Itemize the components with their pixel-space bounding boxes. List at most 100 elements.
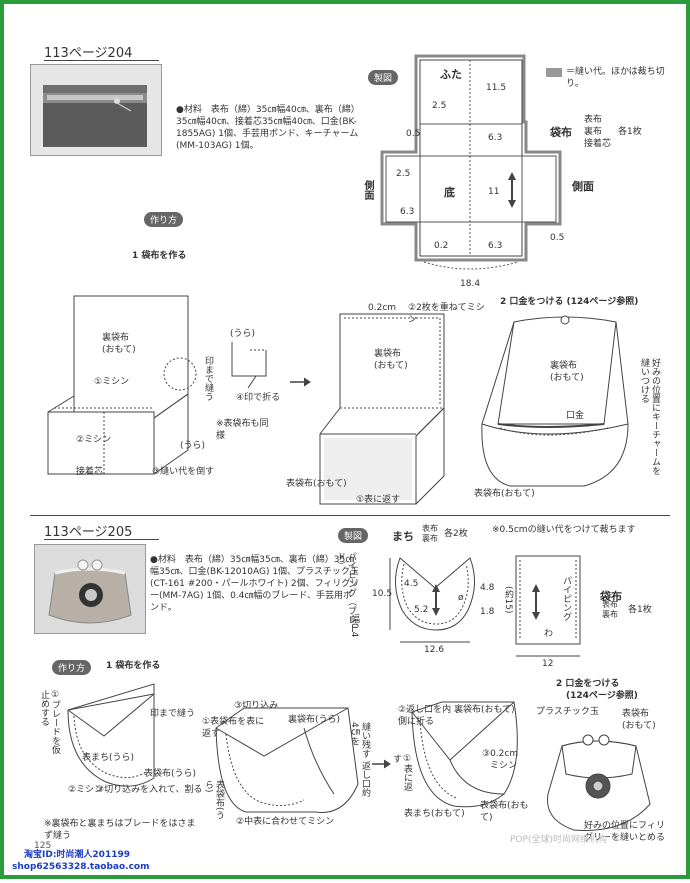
j3-mishin: ミシン xyxy=(490,761,518,771)
j2-kaesu: ①表袋布を表に返す xyxy=(202,717,265,739)
j4-plastic: プラスチック玉 xyxy=(536,707,599,717)
j2-omotefu: 表袋布(うら) xyxy=(203,780,224,820)
i2-kasane: ②2枚を重ねてミシン xyxy=(408,303,485,325)
seido-badge-1: 製図 xyxy=(368,70,399,85)
step1-title-204: 1 袋布を作る xyxy=(132,251,187,261)
i1-setchaku: 接着芯 xyxy=(76,467,104,477)
j3-02: ③0.2cm xyxy=(482,749,519,759)
howto-illustrations-1 xyxy=(47,295,629,505)
j3-omotefu: 表袋布(おもて) xyxy=(480,801,529,823)
fukuro2-count: 各1枚 xyxy=(628,605,652,615)
dim-6-3-bottom: 6.3 xyxy=(488,241,503,251)
j4-omote: (おもて) xyxy=(622,721,656,731)
j1-omotefu: 表袋布(うら) xyxy=(144,769,197,779)
i3-charm: 好みの位置にキーチャームを縫いつける xyxy=(639,358,660,475)
j1-blade: ①ブレードを仮止めする xyxy=(39,690,60,754)
step2-ref-205: (124ページ参照) xyxy=(566,691,638,701)
j3-omotemachi: 表まち(おもて) xyxy=(404,809,465,819)
label-sokumen-left: 側面 xyxy=(362,180,373,200)
piping-label: パイピング（ブレード） xyxy=(335,552,356,633)
dim-0-5-top: 0.5 xyxy=(406,129,421,139)
dim-10-5: 10.5 xyxy=(372,589,393,599)
seido-badge-2: 製図 xyxy=(338,528,369,543)
j1-omotemachi: 表まち(うら) xyxy=(82,753,135,763)
header-rule-2 xyxy=(44,539,159,540)
dim-0-2: 0.2 xyxy=(434,241,449,251)
fukuro-count: 各1枚 xyxy=(618,127,642,137)
dim-2-5-top: 2.5 xyxy=(432,101,447,111)
shop-id: 淘宝ID:时尚潮人201199 xyxy=(24,850,130,860)
dim-4-5: 4.5 xyxy=(404,579,419,589)
fukuro-sub-ura: 裏布 xyxy=(584,127,603,137)
purse-box-illustration xyxy=(43,85,147,147)
j2-nokosu: 縫い残す 返し口約4㎝を xyxy=(349,722,370,797)
i1-shirushi: 印まで縫う xyxy=(203,356,213,401)
i1-dou: ※表袋布も同様 xyxy=(216,419,269,441)
i3-kuchigane: 口金 xyxy=(566,411,585,421)
i2-omotefu: 表袋布(おもて) xyxy=(286,479,347,489)
dim-phi: ø xyxy=(458,593,464,603)
tsukurikata-badge-2: 作り方 xyxy=(52,660,92,675)
i2-02: 0.2cm xyxy=(368,303,397,313)
machi-sub-omote: 表布 xyxy=(422,524,438,533)
dim-18-4: 18.4 xyxy=(460,279,481,289)
label-p-piping: パイピング xyxy=(561,576,571,621)
dim-5-2: 5.2 xyxy=(414,605,429,615)
fukuro2-sub-omote: 表布 xyxy=(602,600,618,609)
i1-nuishiro: ③縫い代を倒す xyxy=(152,467,215,477)
piping-width: 幅0.4 xyxy=(349,614,359,638)
watermark: POP(全球)时尚网络机构 xyxy=(510,835,607,845)
dim-6-3-side: 6.3 xyxy=(400,207,415,217)
dim-1-8: 1.8 xyxy=(480,607,495,617)
label-soko: 底 xyxy=(444,186,455,199)
fukuro2-sub-ura: 裏布 xyxy=(602,610,618,619)
fukuro-sub-omote: 表布 xyxy=(584,115,603,125)
dim-6-3-top: 6.3 xyxy=(488,133,503,143)
product-photo-205 xyxy=(34,544,146,634)
step2-title-204: 2 口金をつける (124ページ参照) xyxy=(500,297,639,307)
j1-mishin: ②ミシン xyxy=(68,785,104,795)
machi-count: 各2枚 xyxy=(444,529,468,539)
j3-kaesu: ①表に返す xyxy=(391,754,412,791)
shop-url: shop62563328.taobao.com xyxy=(12,862,150,872)
dim-12: 12 xyxy=(542,659,554,669)
page-ref-205: 113ページ205 xyxy=(44,525,133,540)
materials-205: ●材料 表布（綿）35㎝幅35㎝、裏布（綿）35㎝幅35㎝、口金(BK-1201… xyxy=(150,555,360,613)
label-fukuro: 袋布 xyxy=(550,126,572,139)
j4-filigree: 好みの位置にフィリグリーを縫いとめる xyxy=(584,821,666,843)
dim-2-5-side: 2.5 xyxy=(396,169,411,179)
j4-omotefu: 表袋布 xyxy=(622,709,650,719)
dim-yaku15: (約15) xyxy=(503,586,513,614)
page-ref-204: 113ページ204 xyxy=(44,46,133,61)
j2-naka: ②中表に合わせてミシン xyxy=(236,817,335,827)
dim-0-5-right: 0.5 xyxy=(550,233,565,243)
i3-omotefu: 表袋布(おもて) xyxy=(474,489,535,499)
i3-omote: (おもて) xyxy=(550,373,584,383)
label-futa: ふた xyxy=(440,68,462,81)
i3-urafu: 裏袋布 xyxy=(550,361,578,371)
j2-kirikomi: ③切り込み xyxy=(234,701,279,711)
label-machi: まち xyxy=(392,530,414,543)
cut-note: ※0.5cmの縫い代をつけて裁ちます xyxy=(492,525,636,535)
dim-12-6: 12.6 xyxy=(424,645,445,655)
dim-11: 11 xyxy=(488,187,500,197)
j1-note: ※裏袋布と裏まちはブレードをはさまず縫う xyxy=(44,819,196,841)
label-fukuro-2: 袋布 xyxy=(600,590,622,603)
materials-204: ●材料 表布（綿）35㎝幅40㎝、裏布（綿）35㎝幅40㎝、接着芯35㎝幅40㎝… xyxy=(176,105,360,151)
step1-title-205: 1 袋布を作る xyxy=(106,661,161,671)
howto-illustrations-2 xyxy=(67,683,651,831)
section-divider xyxy=(30,515,670,516)
i2-kaesu: ①表に返す xyxy=(356,495,401,505)
dim-4-8: 4.8 xyxy=(480,583,495,593)
header-rule xyxy=(44,60,159,61)
gamaguchi-illustration xyxy=(48,559,132,624)
i1-urafu: 裏袋布 xyxy=(102,333,130,343)
pattern-diagram-1 xyxy=(380,54,562,270)
product-photo-204 xyxy=(30,64,162,156)
dim-11-5: 11.5 xyxy=(486,83,507,93)
j1-kirikomi: ③切り込みを入れて、割る xyxy=(96,785,203,795)
machi-sub-ura: 裏布 xyxy=(422,534,438,543)
i2-urafu: 裏袋布 xyxy=(374,349,402,359)
i1-ura-detail: (うら) xyxy=(230,329,256,339)
